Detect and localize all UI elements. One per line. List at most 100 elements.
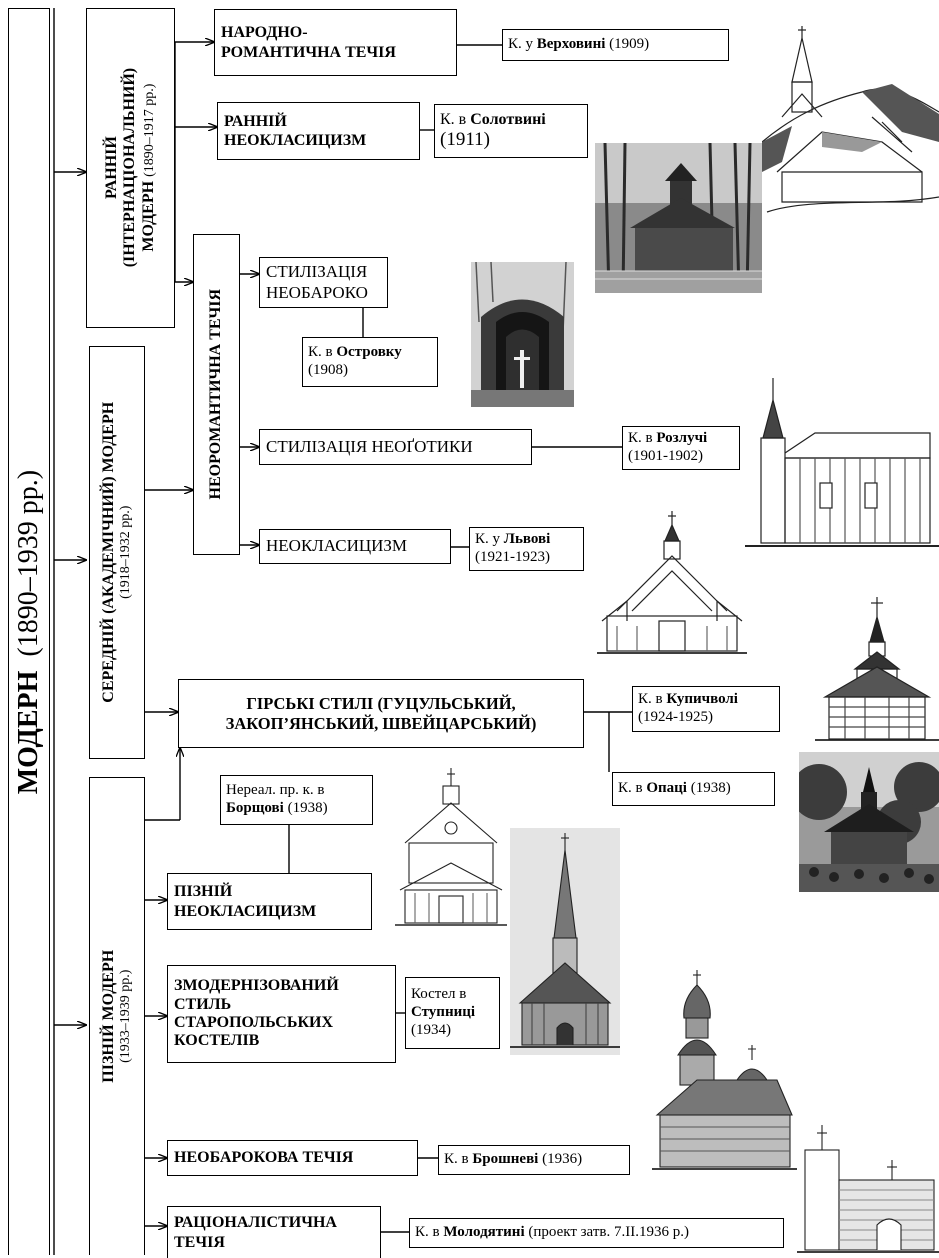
example-prefix: Нереал. пр. к. в xyxy=(226,782,325,799)
church-sketch-verkhovyna xyxy=(762,22,939,222)
late-period-box: ПІЗНІЙ МОДЕРН (1933–1939 рр.) xyxy=(89,777,145,1255)
example-place: Ступниці xyxy=(411,1004,476,1021)
folk-romantic-box: НАРОДНО- РОМАНТИЧНА ТЕЧІЯ xyxy=(214,9,457,76)
church-photo-ostrovok xyxy=(471,262,574,407)
middle-period-years: (1918–1932 рр.) xyxy=(118,505,134,600)
example-verkhovyna: К. у Верховині (1909) xyxy=(502,29,729,61)
modernized-line3: СТАРОПОЛЬСЬКИХ xyxy=(174,1014,334,1031)
example-prefix: К. в xyxy=(415,1224,444,1241)
example-borshchiv: Нереал. пр. к. в Борщові (1938) xyxy=(220,775,373,825)
church-drawing-rozluch xyxy=(745,378,939,547)
neoclassicism-label: НЕОКЛАСИЦИЗМ xyxy=(266,536,408,556)
rationalist-line2: ТЕЧІЯ xyxy=(174,1233,225,1251)
main-title: МОДЕРН xyxy=(12,670,44,795)
neobaroque-current-box: НЕОБАРОКОВА ТЕЧІЯ xyxy=(167,1140,418,1176)
church-drawing-borshchiv xyxy=(395,768,507,926)
neogothic-stylization-box: СТИЛІЗАЦІЯ НЕОҐОТИКИ xyxy=(259,429,532,465)
main-period-box: МОДЕРН (1890–1939 рр.) xyxy=(8,8,50,1255)
example-year: (1936) xyxy=(538,1151,583,1168)
example-prefix: К. в xyxy=(444,1151,473,1168)
early-period-box: РАННІЙ (ІНТЕРНАЦІОНАЛЬНИЙ) МОДЕРН (1890–… xyxy=(86,8,175,328)
neobaroque-stylization-box: СТИЛІЗАЦІЯ НЕОБАРОКО xyxy=(259,257,388,308)
example-solotvyn: К. в Солотвині (1911) xyxy=(434,104,588,158)
modernized-style-box: ЗМОДЕРНІЗОВАНИЙ СТИЛЬ СТАРОПОЛЬСЬКИХ КОС… xyxy=(167,965,396,1063)
early-neoclassicism-line1: РАННІЙ xyxy=(224,112,287,130)
church-photo-opaka xyxy=(799,752,939,892)
example-place: Брошневі xyxy=(472,1151,539,1168)
example-place: Розлучі xyxy=(656,430,708,447)
neobaroque-stylization-line2: НЕОБАРОКО xyxy=(266,282,368,302)
church-drawing-molodiatyn xyxy=(797,1125,939,1253)
example-prefix: К. у xyxy=(508,36,537,53)
neoromantic-box: НЕОРОМАНТИЧНА ТЕЧІЯ xyxy=(193,234,240,555)
example-year: (1938) xyxy=(283,800,328,816)
middle-period-box: СЕРЕДНІЙ (АКАДЕМІЧНИЙ) МОДЕРН (1918–1932… xyxy=(89,346,145,759)
late-period-title: ПІЗНІЙ МОДЕРН xyxy=(99,950,117,1083)
modernized-line4: КОСТЕЛІВ xyxy=(174,1032,260,1050)
example-year: (1921-1923) xyxy=(475,549,550,565)
example-ostrovok: К. в Островку (1908) xyxy=(302,337,438,387)
neoromantic-label: НЕОРОМАНТИЧНА ТЕЧІЯ xyxy=(207,289,225,500)
early-period-line1: РАННІЙ xyxy=(102,136,120,200)
example-rozluch: К. в Розлучі (1901-1902) xyxy=(622,426,740,470)
modernized-line2: СТИЛЬ xyxy=(174,995,232,1013)
example-place: Купичволі xyxy=(666,691,738,708)
example-prefix: К. в xyxy=(440,111,471,128)
example-prefix: К. в xyxy=(638,691,667,708)
church-drawing-broshniv xyxy=(652,970,797,1170)
neogothic-stylization-label: СТИЛІЗАЦІЯ НЕОҐОТИКИ xyxy=(266,436,473,456)
folk-romantic-line1: НАРОДНО- xyxy=(221,24,308,42)
late-neoclassicism-line2: НЕОКЛАСИЦИЗМ xyxy=(174,902,317,920)
example-opaka: К. в Опаці (1938) xyxy=(612,772,775,806)
example-place: Опаці xyxy=(646,780,687,797)
late-neoclassicism-line1: ПІЗНІЙ xyxy=(174,883,233,901)
late-period-years: (1933–1939 рр.) xyxy=(118,969,134,1064)
example-place: Солотвині xyxy=(470,111,546,128)
example-kupychvolia: К. в Купичволі (1924-1925) xyxy=(632,686,780,732)
example-broshniv: К. в Брошневі (1936) xyxy=(438,1145,630,1175)
mountain-styles-line2: ЗАКОП’ЯНСЬКИЙ, ШВЕЙЦАРСЬКИЙ) xyxy=(225,713,537,733)
example-stupnytsia: Костел в Ступниці (1934) xyxy=(405,977,500,1049)
example-year: (1938) xyxy=(686,780,731,797)
neoclassicism-box: НЕОКЛАСИЦИЗМ xyxy=(259,529,451,564)
example-year: (1924-1925) xyxy=(638,709,713,725)
example-year: (1934) xyxy=(411,1021,451,1038)
example-year: (проект затв. 7.ІІ.1936 р.) xyxy=(524,1224,689,1241)
folk-romantic-line2: РОМАНТИЧНА ТЕЧІЯ xyxy=(221,43,396,61)
late-neoclassicism-box: ПІЗНІЙ НЕОКЛАСИЦИЗМ xyxy=(167,873,372,930)
example-place: Молодятині xyxy=(443,1224,525,1241)
example-prefix: К. у xyxy=(475,531,504,548)
rationalist-line1: РАЦІОНАЛІСТИЧНА xyxy=(174,1214,337,1232)
neobaroque-stylization-line1: СТИЛІЗАЦІЯ xyxy=(266,262,368,282)
example-prefix: Костел в xyxy=(411,986,467,1003)
example-lviv: К. у Львові (1921-1923) xyxy=(469,527,584,571)
early-period-line2: (ІНТЕРНАЦІОНАЛЬНИЙ) xyxy=(121,68,139,268)
example-prefix: К. в xyxy=(628,430,657,447)
early-neoclassicism-box: РАННІЙ НЕОКЛАСИЦИЗМ xyxy=(217,102,420,160)
middle-period-title: СЕРЕДНІЙ (АКАДЕМІЧНИЙ) МОДЕРН xyxy=(99,402,117,703)
example-year: (1911) xyxy=(440,129,490,151)
early-period-line3: МОДЕРН xyxy=(139,181,157,252)
example-place: Львові xyxy=(503,531,551,548)
main-years: (1890–1939 рр.) xyxy=(12,469,44,657)
example-year: (1909) xyxy=(605,36,650,53)
example-place: Островку xyxy=(336,344,402,361)
example-prefix: К. в xyxy=(308,344,337,361)
example-place: Верховині xyxy=(536,36,606,53)
example-year: (1901-1902) xyxy=(628,448,703,464)
example-prefix: К. в xyxy=(618,780,647,797)
neobaroque-current-label: НЕОБАРОКОВА ТЕЧІЯ xyxy=(174,1149,354,1167)
modernized-line1: ЗМОДЕРНІЗОВАНИЙ xyxy=(174,977,339,995)
example-molodiatyn: К. в Молодятині (проект затв. 7.ІІ.1936 … xyxy=(409,1218,784,1248)
church-drawing-kupychvolia xyxy=(815,597,939,741)
church-drawing-lviv xyxy=(597,511,747,654)
early-neoclassicism-line2: НЕОКЛАСИЦИЗМ xyxy=(224,132,367,149)
mountain-styles-box: ГІРСЬКІ СТИЛІ (ГУЦУЛЬСЬКИЙ, ЗАКОП’ЯНСЬКИ… xyxy=(178,679,584,748)
example-place: Борщові xyxy=(226,800,284,816)
rationalist-box: РАЦІОНАЛІСТИЧНА ТЕЧІЯ xyxy=(167,1206,381,1258)
early-period-years: (1890–1917 рр.) xyxy=(141,84,157,178)
church-drawing-stupnytsia xyxy=(510,828,620,1055)
example-year: (1908) xyxy=(308,362,348,378)
mountain-styles-line1: ГІРСЬКІ СТИЛІ (ГУЦУЛЬСЬКИЙ, xyxy=(246,693,516,713)
